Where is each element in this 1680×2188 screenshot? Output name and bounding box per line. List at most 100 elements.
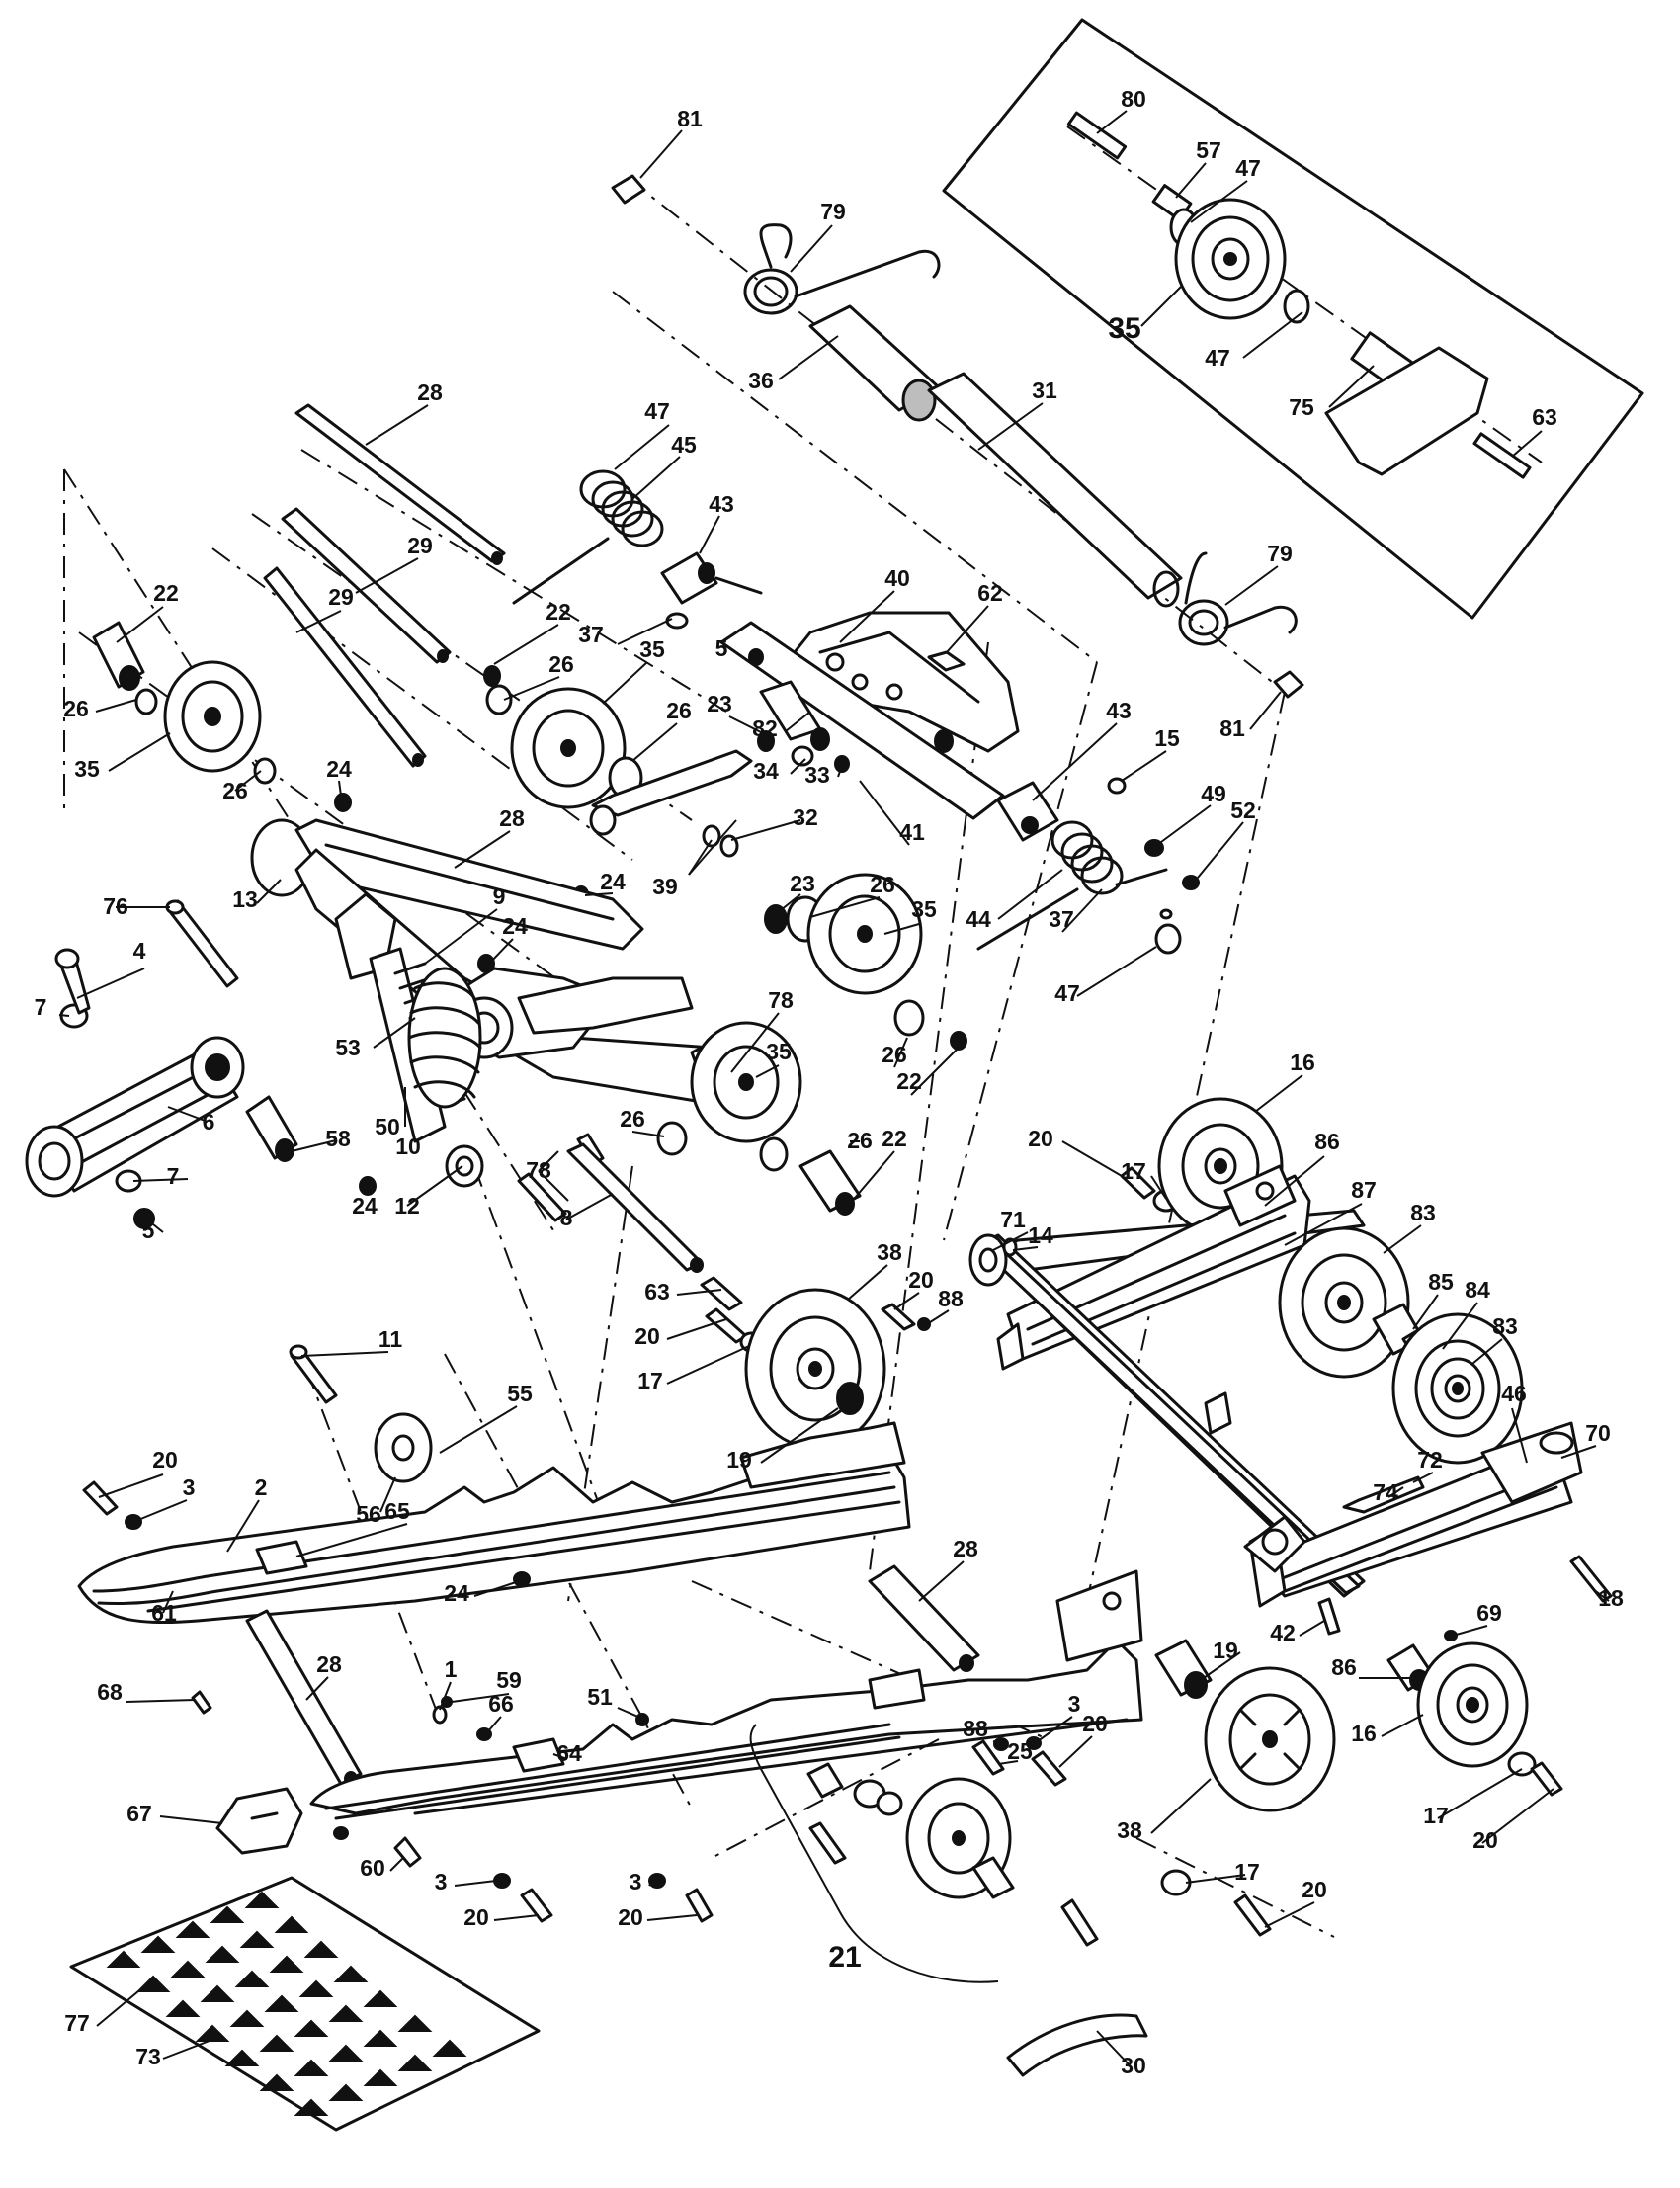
- callout-18: 18: [1598, 1585, 1624, 1611]
- torsion-spring-79-left: [743, 223, 941, 315]
- callout-16: 16: [1290, 1050, 1315, 1075]
- slide-rail-upper: [77, 1344, 911, 1625]
- callout-76: 76: [103, 893, 128, 919]
- callout-43: 43: [709, 491, 734, 517]
- callout-12: 12: [394, 1193, 420, 1219]
- callout-36: 36: [748, 368, 774, 393]
- callout-26: 26: [666, 698, 692, 723]
- callout-84: 84: [1465, 1277, 1490, 1303]
- callout-38: 38: [877, 1239, 902, 1265]
- bolt-63-inset: [1472, 432, 1532, 479]
- nut-24-left: [359, 1176, 377, 1196]
- callout-78: 78: [526, 1157, 551, 1183]
- callout-69: 69: [1476, 1600, 1502, 1626]
- callout-47: 47: [1205, 345, 1230, 371]
- shaft-end-71: [968, 1233, 1008, 1287]
- nut-5-left: [133, 1208, 155, 1229]
- mount-70: [1480, 1421, 1583, 1504]
- callout-7: 7: [35, 994, 47, 1020]
- nut-3-left: [125, 1514, 142, 1530]
- callout-5: 5: [142, 1218, 155, 1243]
- callout-47: 47: [644, 398, 670, 424]
- bushing-43-top: [660, 551, 763, 605]
- callout-2: 2: [255, 1474, 268, 1500]
- callout-81: 81: [1219, 715, 1245, 741]
- callout-35: 35: [766, 1039, 792, 1064]
- spring-44: [976, 820, 1168, 951]
- nut-52: [1182, 875, 1200, 890]
- callout-39: 39: [652, 874, 678, 899]
- callout-19: 19: [726, 1447, 752, 1473]
- washer-67: [215, 1787, 303, 1855]
- callout-40: 40: [884, 565, 910, 591]
- idler-wheel-35-mid: [764, 873, 923, 995]
- pin-60: [393, 1836, 422, 1868]
- callout-51: 51: [587, 1684, 613, 1710]
- bolt-20-center: [520, 1888, 553, 1923]
- washer-26-lower: [656, 1121, 688, 1156]
- bolt-20-right-lower: [685, 1888, 714, 1923]
- callout-65: 65: [384, 1498, 410, 1524]
- callout-35: 35: [74, 756, 100, 782]
- callout-22: 22: [882, 1126, 907, 1151]
- callout-72: 72: [1417, 1447, 1443, 1473]
- right-spring-assembly: [976, 777, 1200, 955]
- washer-26-left: [134, 688, 158, 715]
- callout-20: 20: [908, 1267, 934, 1293]
- callout-5: 5: [715, 635, 728, 661]
- callout-74: 74: [1373, 1479, 1398, 1505]
- callout-68: 68: [97, 1679, 123, 1705]
- callout-81: 81: [677, 106, 703, 131]
- bolt-20-far-right: [1031, 1750, 1067, 1787]
- spacer-tube-36: [808, 304, 941, 422]
- pin-68: [191, 1690, 212, 1715]
- nut-88-upper: [917, 1317, 931, 1331]
- nut-81-bottom: [1273, 670, 1304, 699]
- nut-67: [333, 1826, 349, 1840]
- callout-80: 80: [1121, 86, 1146, 112]
- bushing-22-center: [483, 665, 501, 687]
- callout-83: 83: [1492, 1313, 1518, 1339]
- callout-49: 49: [1201, 781, 1226, 806]
- callout-3: 3: [183, 1474, 196, 1500]
- callout-13: 13: [232, 886, 258, 912]
- left-idler-wheels: [92, 621, 923, 995]
- bolt-20-lowest: [1233, 1893, 1272, 1937]
- callout-28: 28: [316, 1651, 342, 1677]
- nut-51: [635, 1713, 649, 1726]
- callout-22: 22: [153, 580, 179, 606]
- callout-22: 22: [896, 1068, 922, 1094]
- shock-absorber-53: [369, 947, 688, 1222]
- callout-67: 67: [126, 1801, 152, 1826]
- bolt-20-upper: [705, 1307, 748, 1344]
- callout-20: 20: [1028, 1126, 1053, 1151]
- bolt-63-lower: [700, 1276, 743, 1311]
- callout-10: 10: [395, 1134, 421, 1159]
- callout-1: 1: [445, 1656, 458, 1682]
- bolt-20-right: [881, 1303, 916, 1331]
- callout-59: 59: [496, 1667, 522, 1693]
- lower-center-wheels: [566, 999, 967, 1450]
- idler-wheel-35-lower: [690, 1021, 802, 1143]
- bolt-72: [1342, 1475, 1425, 1514]
- wheel-kit-21: [749, 1724, 1099, 1983]
- callout-47: 47: [1235, 155, 1261, 181]
- nut-33: [834, 755, 850, 773]
- bushing-22-left: [92, 621, 145, 691]
- callout-24: 24: [326, 756, 352, 782]
- idler-wheel-35-left: [163, 660, 262, 773]
- callout-19: 19: [1213, 1638, 1238, 1663]
- nut-81-top: [611, 174, 646, 205]
- callout-24: 24: [600, 869, 626, 894]
- callout-24: 24: [502, 913, 528, 939]
- bolt-1: [432, 1705, 448, 1725]
- rail-plate: [1055, 1569, 1143, 1662]
- front-arm-40: [719, 611, 1020, 820]
- callout-26: 26: [620, 1106, 645, 1132]
- spring-45: [512, 469, 664, 605]
- lower-shafts: [191, 1564, 980, 1855]
- callout-86: 86: [1331, 1654, 1357, 1680]
- callout-24: 24: [352, 1193, 378, 1219]
- callout-53: 53: [335, 1035, 361, 1060]
- nut-3-right: [648, 1873, 666, 1889]
